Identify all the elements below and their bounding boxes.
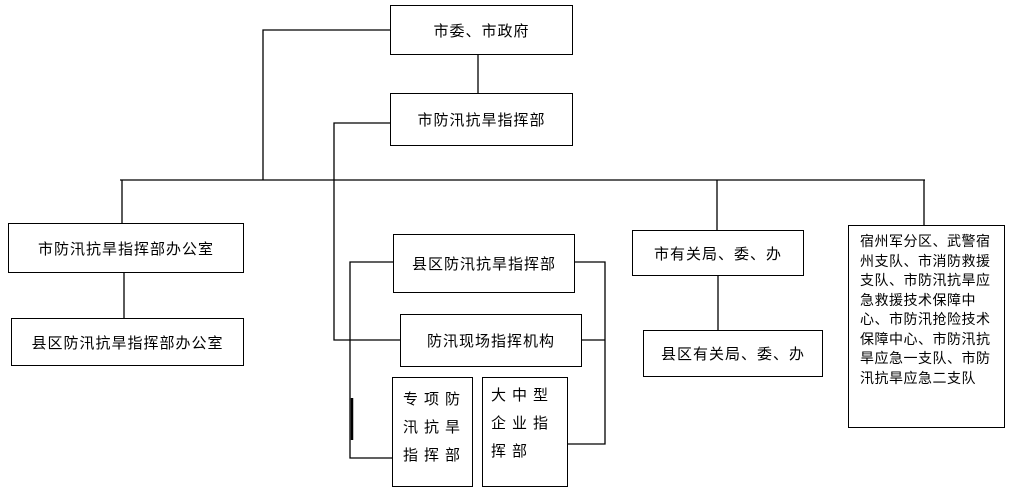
- node-special-hq-line-1: 专项防: [403, 390, 467, 408]
- node-city-committee-label: 市委、市政府: [433, 21, 530, 40]
- connector-county-special: [349, 261, 393, 459]
- node-city-office: 市防汛抗旱指挥部办公室: [8, 223, 244, 273]
- node-city-hq: 市防汛抗旱指挥部: [390, 93, 573, 146]
- node-enterprise-hq-line-3: 挥部: [491, 442, 534, 460]
- node-field-command-label: 防汛现场指挥机构: [426, 332, 555, 350]
- node-city-hq-label: 市防汛抗旱指挥部: [417, 111, 546, 129]
- node-county-office-label: 县区防汛抗旱指挥部办公室: [31, 333, 224, 352]
- node-forces-line-4: 急救援技术保障中: [860, 292, 976, 309]
- node-county-hq-label: 县区防汛抗旱指挥部: [411, 255, 556, 273]
- node-forces-line-6: 保障中心、市防汛抗: [860, 331, 991, 348]
- node-forces-line-1: 宿州军分区、武警宿: [860, 234, 991, 250]
- node-county-hq: 县区防汛抗旱指挥部: [393, 234, 575, 293]
- node-enterprise-hq-line-1: 大中型: [491, 386, 555, 404]
- node-special-hq-line-3: 指挥部: [403, 446, 467, 464]
- node-county-office: 县区防汛抗旱指挥部办公室: [11, 318, 244, 366]
- node-forces-line-8: 汛抗旱应急二支队: [860, 370, 976, 387]
- connector-committee-bus: [262, 29, 390, 180]
- node-city-committee: 市委、市政府: [390, 5, 573, 55]
- node-county-bureaus-label: 县区有关局、委、办: [660, 345, 805, 363]
- node-forces-line-7: 旱应急一支队、市防: [860, 351, 991, 367]
- node-forces-line-5: 心、市防汛抢险技术: [860, 312, 991, 328]
- connector-county-enterprise: [568, 261, 606, 445]
- node-special-hq-line-2: 汛抗旱: [403, 418, 467, 436]
- node-field-command: 防汛现场指挥机构: [400, 314, 582, 367]
- node-city-office-label: 市防汛抗旱指挥部办公室: [37, 239, 214, 258]
- node-forces-line-2: 州支队、市消防救援: [860, 253, 991, 270]
- node-city-bureaus-label: 市有关局、委、办: [653, 244, 782, 263]
- node-emergency-forces: 宿州军分区、武警宿 州支队、市消防救援 支队、市防汛抗旱应 急救援技术保障中 心…: [848, 225, 1005, 428]
- connector-hq-field: [333, 122, 400, 341]
- node-enterprise-hq-line-2: 企业指: [491, 414, 555, 432]
- node-county-bureaus: 县区有关局、委、办: [643, 330, 823, 377]
- node-enterprise-hq: 大中型 企业指 挥部: [482, 377, 568, 487]
- node-city-bureaus: 市有关局、委、办: [632, 230, 804, 276]
- node-special-hq: 专项防 汛抗旱 指挥部: [392, 377, 473, 487]
- node-forces-line-3: 支队、市防汛抗旱应: [860, 273, 991, 289]
